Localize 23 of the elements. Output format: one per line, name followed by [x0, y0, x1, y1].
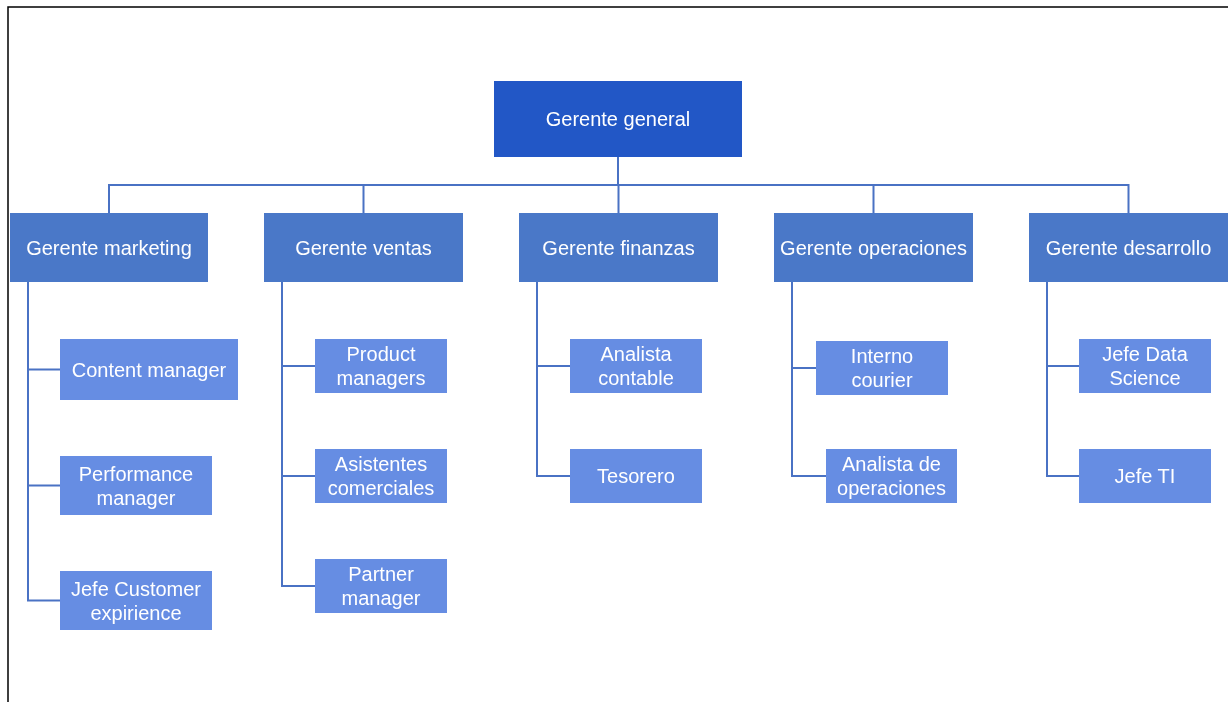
position-box: Gerente operaciones: [774, 213, 973, 282]
position-box: Content manager: [60, 339, 238, 400]
connector-line: [281, 281, 316, 587]
position-box: Gerente ventas: [264, 213, 463, 282]
position-box: Product managers: [315, 339, 447, 393]
position-box: Analista contable: [570, 339, 702, 393]
position-box: Gerente desarrollo: [1029, 213, 1228, 282]
position-box: Gerente finanzas: [519, 213, 718, 282]
position-box: Gerente general: [494, 81, 742, 157]
position-box: Jefe TI: [1079, 449, 1211, 503]
position-box: Jefe Customer expirience: [60, 571, 212, 630]
position-box: Gerente marketing: [10, 213, 208, 282]
position-box: Analista de operaciones: [826, 449, 957, 503]
connector-line: [536, 281, 571, 477]
position-box: Performance manager: [60, 456, 212, 515]
position-box: Interno courier: [816, 341, 948, 395]
connector-line: [791, 281, 827, 477]
position-box: Jefe Data Science: [1079, 339, 1211, 393]
position-box: Partner manager: [315, 559, 447, 613]
connector-line: [27, 281, 61, 602]
connector-line: [1046, 281, 1080, 477]
position-box: Asistentes comerciales: [315, 449, 447, 503]
position-box: Tesorero: [570, 449, 702, 503]
